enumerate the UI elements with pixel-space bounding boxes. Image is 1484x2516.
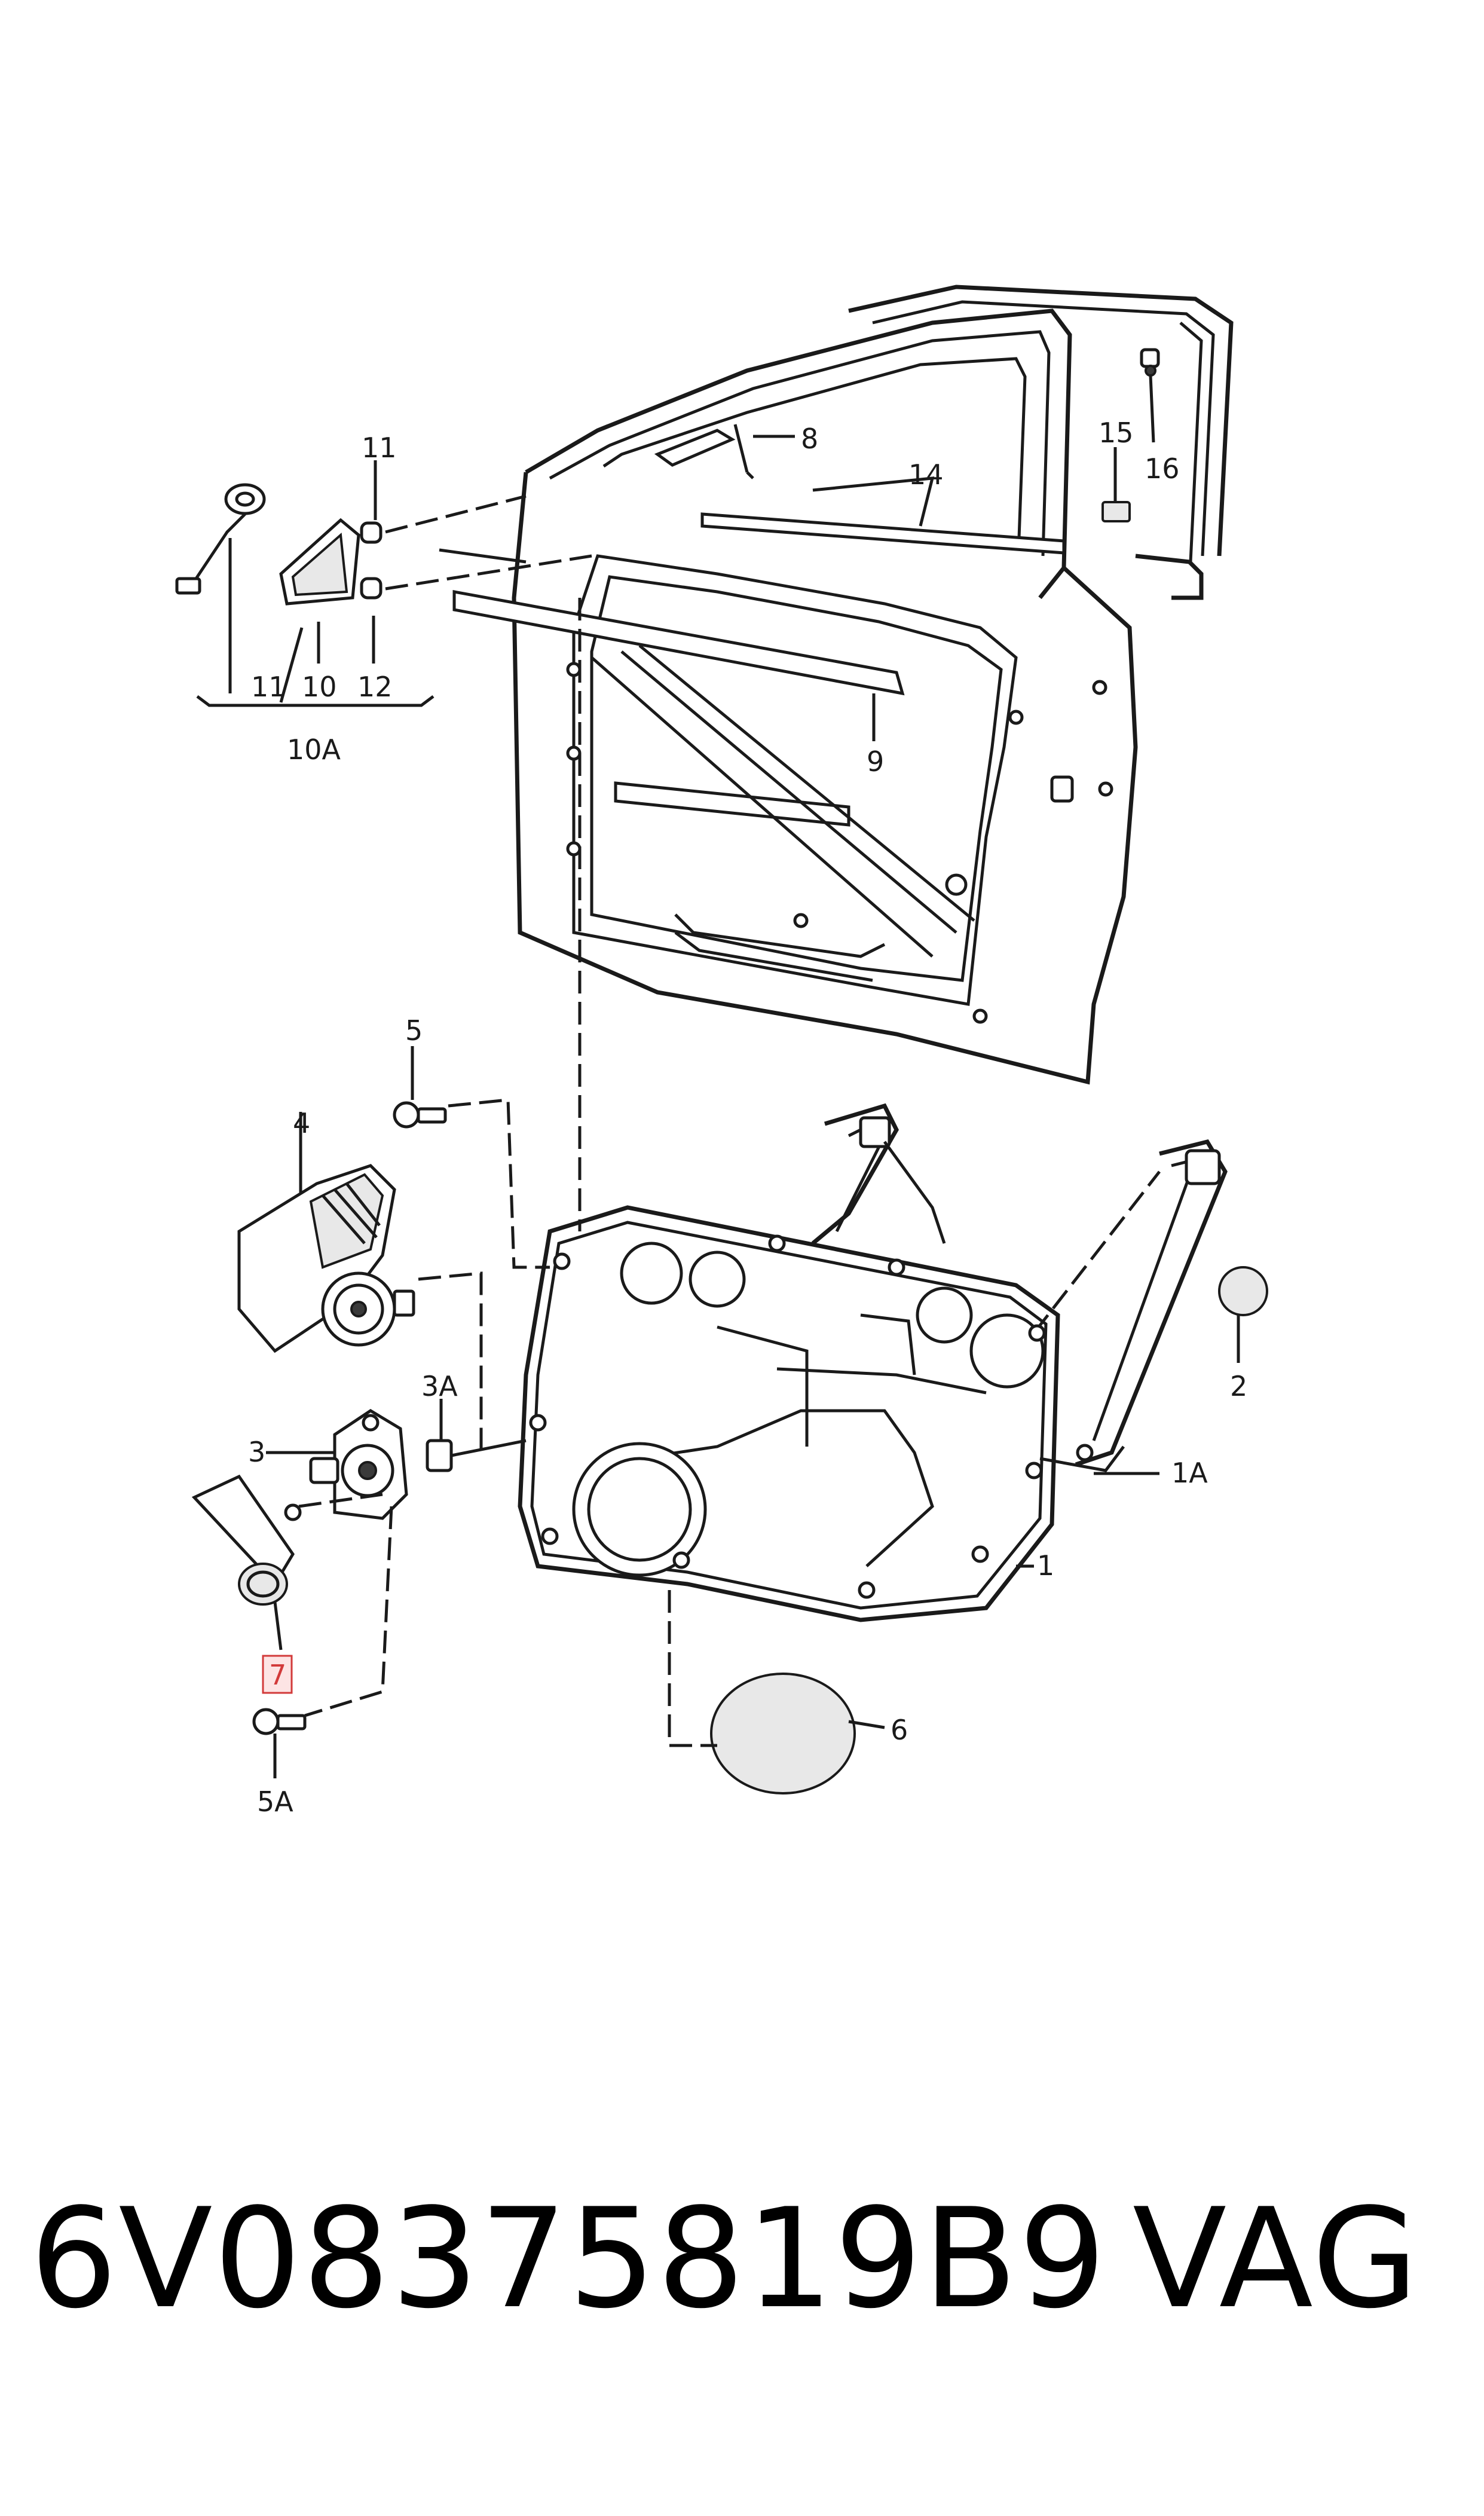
callout-5A: 5A	[257, 1786, 293, 1818]
callout-labels: 11 8 14 15 16 11 10 12 10A 9 5 4 3A 2 3 …	[248, 417, 1247, 1818]
callout-16: 16	[1145, 453, 1180, 485]
callout-14: 14	[908, 458, 944, 491]
callout-1: 1	[1037, 1549, 1054, 1582]
callout-2: 2	[1230, 1370, 1247, 1402]
callout-11-bottom: 11	[251, 671, 286, 703]
callout-7-highlight	[262, 1655, 293, 1694]
window-strips	[452, 424, 1066, 696]
callout-6: 6	[891, 1714, 908, 1746]
part-number: 6V08375819B9	[30, 2179, 1107, 2339]
callout-11-top: 11	[362, 432, 397, 464]
tweeter-assembly	[175, 483, 592, 606]
callout-5: 5	[405, 1014, 423, 1047]
callout-9: 9	[867, 745, 884, 778]
leader-lines	[196, 375, 1240, 1778]
crank-handle	[191, 1474, 302, 1606]
callout-1A: 1A	[1171, 1457, 1208, 1489]
callout-3A: 3A	[421, 1370, 458, 1402]
drive-unit	[309, 1409, 527, 1520]
door-shell	[512, 285, 1234, 1085]
window-motor	[237, 1164, 415, 1353]
callout-8: 8	[801, 423, 818, 455]
brand-name: VAG	[1133, 2179, 1420, 2339]
footer: 6V08375819B9 VAG	[0, 2164, 1484, 2355]
callout-15: 15	[1099, 417, 1134, 449]
callout-4: 4	[293, 1107, 310, 1139]
assembly-lines	[298, 598, 717, 1747]
callout-3: 3	[248, 1436, 265, 1468]
callout-7: 7	[269, 1659, 286, 1691]
caps	[710, 1266, 1268, 1794]
clip-parts	[1101, 348, 1204, 600]
carrier-plate	[518, 1205, 1060, 1622]
callout-10: 10	[302, 671, 337, 703]
screws	[252, 1101, 447, 1735]
window-regulator	[811, 1103, 1228, 1472]
callout-12: 12	[357, 671, 393, 703]
callout-10A: 10A	[287, 733, 341, 766]
